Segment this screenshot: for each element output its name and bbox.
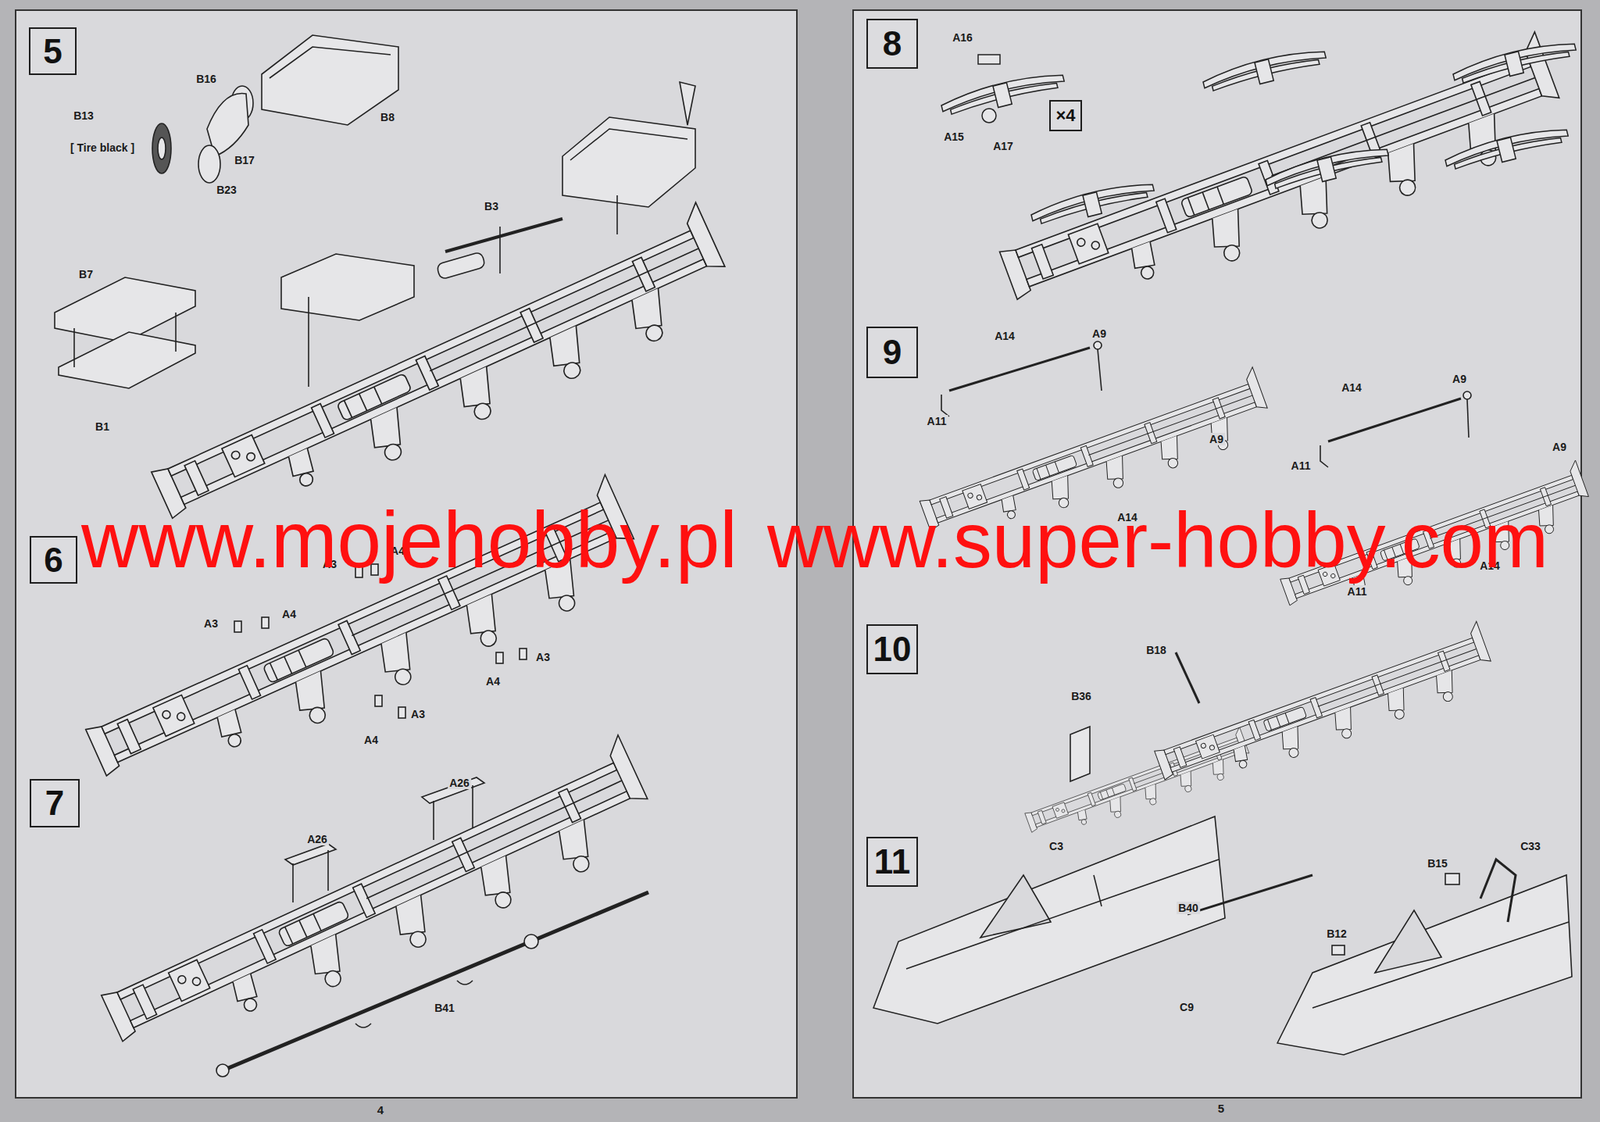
- step-number: 9: [882, 335, 902, 370]
- part-label: B23: [214, 183, 239, 197]
- part-label: C9: [1178, 1000, 1196, 1014]
- part-label: A11: [1289, 459, 1313, 472]
- part-label: B16: [194, 72, 218, 86]
- step-number-box: 11: [866, 836, 918, 887]
- part-label: C33: [1518, 839, 1543, 853]
- part-label: A3: [202, 617, 220, 630]
- part-label: B40: [1176, 901, 1200, 915]
- quantity-text: ×4: [1055, 107, 1075, 125]
- step5-art: [54, 35, 742, 554]
- step-number: 6: [43, 542, 63, 578]
- part-label: B41: [432, 1001, 457, 1015]
- part-label: A11: [1346, 585, 1369, 598]
- step7-art: [92, 735, 664, 1077]
- watermark: www.mojehobby.pl: [81, 500, 738, 581]
- part-label: B1: [93, 420, 111, 433]
- part-label: C3: [1047, 839, 1065, 853]
- part-label: B7: [77, 267, 95, 281]
- page-left: [15, 10, 797, 1098]
- part-label: B13: [71, 109, 96, 122]
- part-label: B12: [1325, 927, 1349, 940]
- step-number-box: 7: [29, 778, 80, 828]
- part-label: [ Tire black ]: [68, 141, 136, 154]
- part-label: A9: [1450, 372, 1468, 386]
- quantity-box: ×4: [1049, 100, 1083, 132]
- page-number: 4: [377, 1103, 384, 1116]
- step-number: 10: [873, 632, 912, 667]
- part-label: A9: [1090, 327, 1108, 340]
- step-number: 11: [874, 844, 911, 879]
- part-label: B17: [232, 153, 257, 167]
- part-label: B36: [1069, 689, 1093, 703]
- part-label: A3: [534, 650, 552, 664]
- step-number: 5: [42, 34, 62, 69]
- part-label: A4: [362, 733, 380, 747]
- part-label: A9: [1550, 440, 1568, 454]
- step8-art: [939, 32, 1579, 336]
- part-label: A11: [925, 414, 949, 428]
- step9-art: [915, 341, 1597, 626]
- part-label: A14: [992, 329, 1017, 343]
- page-number: 5: [1217, 1102, 1225, 1115]
- step-number-box: 8: [866, 18, 918, 69]
- step-number-box: 6: [29, 535, 78, 584]
- step-number-box: 10: [866, 624, 918, 675]
- part-label: B18: [1144, 643, 1168, 657]
- watermark: www.super-hobby.com: [767, 501, 1549, 580]
- part-label: A4: [484, 675, 502, 688]
- step-number-box: 9: [866, 326, 918, 379]
- part-label: A4: [280, 607, 298, 621]
- step10-art: [1021, 621, 1499, 847]
- part-label: A15: [942, 130, 966, 143]
- part-label: A17: [991, 139, 1015, 153]
- step-number: 8: [882, 26, 902, 61]
- part-label: B3: [482, 200, 500, 213]
- part-label: A26: [305, 832, 329, 846]
- step-number: 7: [45, 785, 65, 821]
- part-label: A26: [447, 776, 472, 790]
- step-number-box: 5: [28, 27, 77, 75]
- part-label: A9: [1207, 432, 1225, 446]
- part-label: B8: [378, 110, 397, 124]
- part-label: A3: [409, 707, 427, 721]
- step11-art: [873, 816, 1572, 1055]
- part-label: B15: [1425, 857, 1450, 870]
- part-label: A14: [1339, 381, 1364, 394]
- part-label: A16: [950, 31, 975, 44]
